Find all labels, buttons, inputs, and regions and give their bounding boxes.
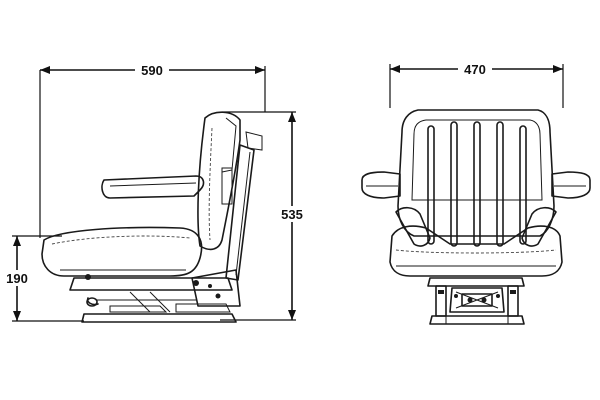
side-view: 590 535 190 (3, 62, 308, 323)
dimension-470: 470 (389, 61, 564, 108)
front-view: 470 (361, 61, 591, 325)
front-backrest-ribs (427, 121, 527, 247)
dimension-label-535: 535 (281, 207, 303, 222)
front-backrest (397, 109, 555, 237)
side-back-frame (225, 131, 263, 281)
dimension-label-470: 470 (464, 62, 486, 77)
front-side-bolsters (395, 206, 557, 247)
side-backrest (197, 111, 241, 251)
dimension-590: 590 (39, 62, 266, 238)
front-armrest-left (361, 171, 401, 199)
side-suspension-base (69, 269, 241, 323)
dimension-label-590: 590 (141, 63, 163, 78)
front-armrest-right (551, 171, 591, 199)
dimension-label-190: 190 (6, 271, 28, 286)
dimension-535: 535 (220, 111, 308, 321)
front-seat-cushion (389, 225, 563, 277)
side-armrest (101, 175, 205, 199)
side-seat-cushion (41, 226, 203, 277)
front-suspension-mechanism (427, 277, 525, 325)
